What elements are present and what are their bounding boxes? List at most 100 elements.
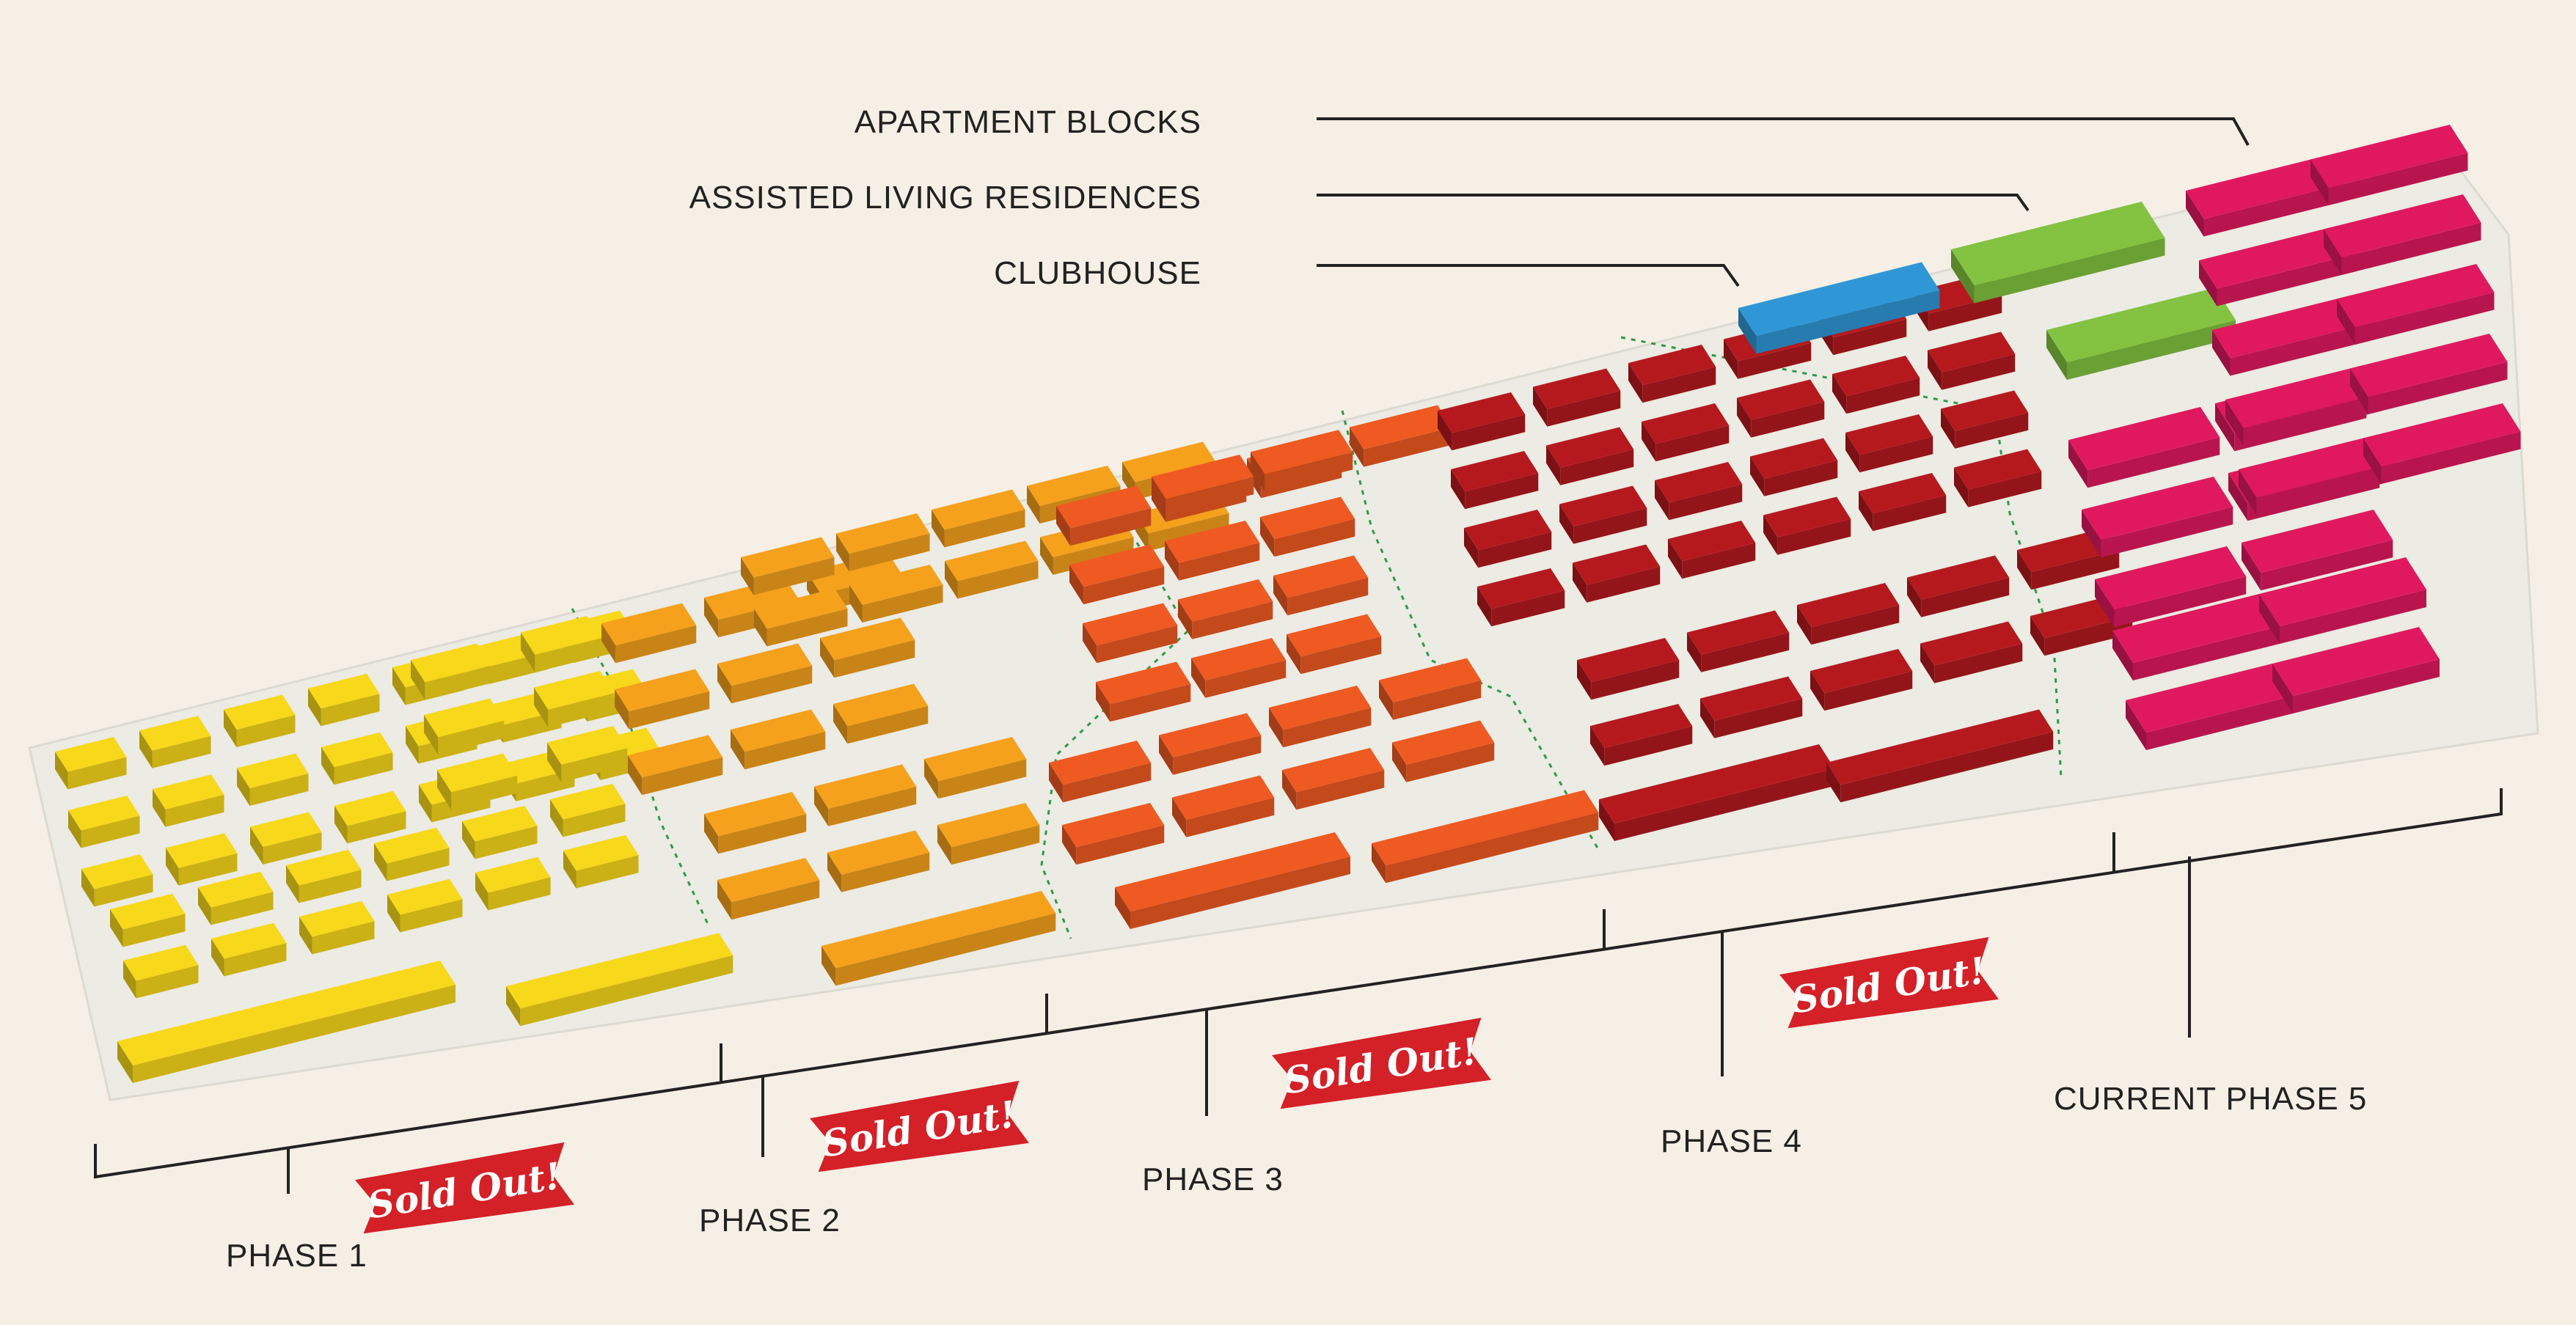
phase-3-building bbox=[1096, 661, 1191, 722]
phase-1-building bbox=[139, 716, 211, 768]
phase-4-building bbox=[1590, 704, 1693, 766]
phase-1-building bbox=[166, 833, 238, 886]
phase-3-building bbox=[1282, 748, 1385, 810]
clubhouse-leader bbox=[1317, 264, 1740, 287]
phase-3-building bbox=[1062, 803, 1165, 865]
phase-1-building bbox=[424, 698, 505, 755]
phase-1-building bbox=[387, 878, 463, 933]
phase-1-building bbox=[110, 893, 186, 947]
phase-2-building bbox=[717, 858, 820, 920]
apartment-block-building bbox=[2082, 477, 2233, 558]
timeline-axis bbox=[94, 788, 2503, 1179]
phase-3-building bbox=[1273, 555, 1369, 616]
phase-2-sold-out-badge: Sold Out! bbox=[809, 1080, 1029, 1176]
phase-4-building bbox=[1941, 390, 2029, 449]
phase-2-building bbox=[741, 537, 835, 595]
phase-4-building bbox=[1810, 649, 1913, 711]
phase-2-building bbox=[924, 737, 1027, 799]
phase-3-building bbox=[1056, 485, 1152, 546]
phase-3-sold-out-badge: Sold Out! bbox=[1271, 1017, 1491, 1113]
phase-4-building bbox=[1763, 496, 1851, 555]
phase-4-building bbox=[1737, 379, 1825, 438]
phase-1-building bbox=[237, 753, 309, 806]
phase-3-building bbox=[1178, 579, 1273, 639]
phase-1-building bbox=[211, 922, 287, 977]
phase-4-building bbox=[1655, 462, 1743, 521]
phase-4-label: PHASE 4 bbox=[1661, 1123, 1802, 1159]
phase-2-building bbox=[820, 617, 915, 678]
apartment-block-building bbox=[2225, 364, 2383, 446]
phase-1-label: PHASE 1 bbox=[226, 1238, 367, 1274]
clubhouse-label: CLUBHOUSE bbox=[994, 255, 1201, 291]
phase-4-building bbox=[1642, 403, 1730, 462]
phase-4-building bbox=[1464, 510, 1552, 568]
phase-2-building bbox=[827, 830, 930, 892]
phase-4-building bbox=[1477, 568, 1565, 627]
phase-3-building bbox=[1260, 496, 1355, 557]
apartment-blocks-leader bbox=[1317, 117, 2250, 146]
phase-1-building bbox=[321, 732, 393, 785]
assisted-living-building bbox=[1951, 202, 2165, 304]
phase-4-long-building bbox=[1599, 744, 1834, 841]
phase-3-building bbox=[1191, 638, 1287, 698]
phase-3-long-building bbox=[1115, 832, 1350, 929]
phase-2-building bbox=[833, 683, 929, 744]
apartment-block-building bbox=[2239, 434, 2396, 515]
phase-4-building bbox=[1451, 451, 1539, 510]
phase-4-building bbox=[1438, 392, 1526, 451]
phase-2-building bbox=[932, 489, 1025, 548]
apartment-block-building bbox=[2324, 194, 2481, 275]
phase-1-building bbox=[563, 834, 639, 889]
phase-4-building bbox=[1533, 368, 1621, 427]
phase-1-building bbox=[462, 805, 538, 859]
phase-4-building bbox=[1668, 521, 1756, 579]
phase-3-building bbox=[1083, 603, 1178, 664]
phase-3-building bbox=[1269, 686, 1372, 748]
apartment-block-building bbox=[2095, 546, 2247, 628]
phase-2-building bbox=[717, 643, 813, 704]
phase-3-label: PHASE 3 bbox=[1142, 1161, 1284, 1197]
phase-2-long-building bbox=[822, 891, 1056, 986]
apartment-block-building bbox=[2126, 664, 2293, 750]
phase-4-building bbox=[1845, 414, 1933, 473]
phase-4-building bbox=[1797, 583, 1900, 645]
phase-2-building bbox=[814, 764, 917, 826]
phase-3-building bbox=[1069, 544, 1165, 605]
phase-1-building bbox=[68, 796, 140, 848]
apartment-block-building bbox=[2112, 594, 2280, 680]
phase-2-building bbox=[937, 803, 1040, 865]
apartment-block-building bbox=[2212, 295, 2370, 376]
phase-4-building bbox=[1832, 356, 1920, 414]
phase-4-sold-out-badge: Sold Out! bbox=[1779, 936, 1999, 1032]
apartment-block-building bbox=[2272, 627, 2440, 713]
phase-1-building bbox=[123, 944, 199, 999]
phase-1-building bbox=[153, 774, 224, 827]
phase-1-building bbox=[521, 616, 601, 672]
phase-2-building bbox=[754, 588, 848, 647]
apartment-blocks-label: APARTMENT BLOCKS bbox=[854, 104, 1201, 140]
phase-3-building bbox=[1392, 720, 1495, 782]
phase-2-building bbox=[731, 709, 826, 770]
apartment-block-building bbox=[2259, 557, 2426, 644]
callout-lines bbox=[1317, 117, 2250, 287]
phase-4-building bbox=[1907, 555, 2010, 617]
building-blocks bbox=[55, 125, 2521, 1083]
phase-1-building bbox=[334, 790, 406, 844]
phase-4-building bbox=[1928, 331, 2016, 390]
apartment-block-building bbox=[2310, 125, 2468, 205]
phase-4-building bbox=[1573, 544, 1661, 603]
phase-1-building bbox=[55, 737, 127, 790]
phase-1-building bbox=[475, 856, 551, 911]
phase-1-building bbox=[547, 726, 628, 782]
phase-4-building bbox=[1750, 438, 1838, 496]
phase-1-building bbox=[534, 671, 615, 727]
phase-5-label: CURRENT PHASE 5 bbox=[2054, 1081, 2368, 1117]
phase-2-building bbox=[601, 603, 697, 664]
phase-4-building bbox=[1700, 676, 1803, 738]
phase-3-building bbox=[1287, 614, 1382, 675]
phase-4-building bbox=[1546, 427, 1634, 485]
phase-1-long-building bbox=[117, 961, 455, 1083]
phase-4-building bbox=[1559, 485, 1647, 544]
phase-3-building bbox=[1159, 713, 1262, 775]
phase-1-sold-out-badge: Sold Out! bbox=[354, 1142, 574, 1238]
